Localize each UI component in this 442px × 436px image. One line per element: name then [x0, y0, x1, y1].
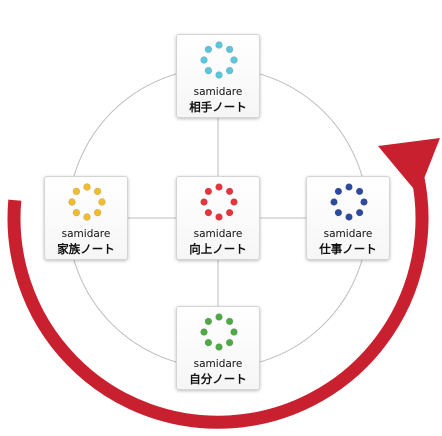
dot: [215, 313, 223, 321]
note-title: 向上ノート: [189, 242, 247, 256]
note-title: 仕事ノート: [319, 242, 377, 256]
dot: [225, 66, 234, 75]
dot: [225, 317, 234, 326]
dot: [225, 208, 234, 217]
dot-ring-icon: [200, 183, 238, 221]
dot: [225, 45, 234, 54]
dot: [334, 187, 343, 196]
dot: [98, 198, 106, 206]
dot: [68, 198, 76, 206]
note-title: 相手ノート: [189, 100, 247, 114]
note-app-label: samidare: [193, 228, 243, 240]
dot: [83, 183, 91, 191]
dot: [72, 208, 81, 217]
dot: [355, 187, 364, 196]
dot-ring-icon: [68, 183, 106, 221]
dot-ring-icon: [200, 313, 238, 351]
note-card-top[interactable]: samidare 相手ノート: [176, 34, 260, 118]
dot: [204, 45, 213, 54]
dot: [225, 187, 234, 196]
note-app-label: samidare: [193, 358, 243, 370]
dot: [72, 187, 81, 196]
dot: [93, 187, 102, 196]
dot: [204, 208, 213, 217]
dot: [345, 183, 353, 191]
note-title: 自分ノート: [189, 372, 247, 386]
dot: [360, 198, 368, 206]
dot: [204, 338, 213, 347]
dot: [204, 187, 213, 196]
dot: [204, 66, 213, 75]
dot: [230, 328, 238, 336]
dot: [345, 213, 353, 221]
dot: [200, 56, 208, 64]
dot: [225, 338, 234, 347]
dot: [215, 41, 223, 49]
dot: [334, 208, 343, 217]
dot: [200, 328, 208, 336]
dot: [215, 213, 223, 221]
dot: [83, 213, 91, 221]
dot: [230, 56, 238, 64]
dot: [93, 208, 102, 217]
dot: [330, 198, 338, 206]
dot-ring-icon: [330, 183, 368, 221]
note-card-left[interactable]: samidare 家族ノート: [44, 176, 128, 260]
dot: [230, 198, 238, 206]
dot: [355, 208, 364, 217]
arrow-head-icon: [378, 138, 440, 194]
dot: [204, 317, 213, 326]
note-app-label: samidare: [193, 86, 243, 98]
circular-arrow-icon: [7, 174, 429, 429]
note-card-center[interactable]: samidare 向上ノート: [176, 176, 260, 260]
dot-ring-icon: [200, 41, 238, 79]
dot: [200, 198, 208, 206]
note-card-bottom[interactable]: samidare 自分ノート: [176, 306, 260, 390]
dot: [215, 71, 223, 79]
note-app-label: samidare: [323, 228, 373, 240]
dot: [215, 183, 223, 191]
note-app-label: samidare: [61, 228, 111, 240]
note-card-right[interactable]: samidare 仕事ノート: [306, 176, 390, 260]
note-title: 家族ノート: [57, 242, 115, 256]
dot: [215, 343, 223, 351]
